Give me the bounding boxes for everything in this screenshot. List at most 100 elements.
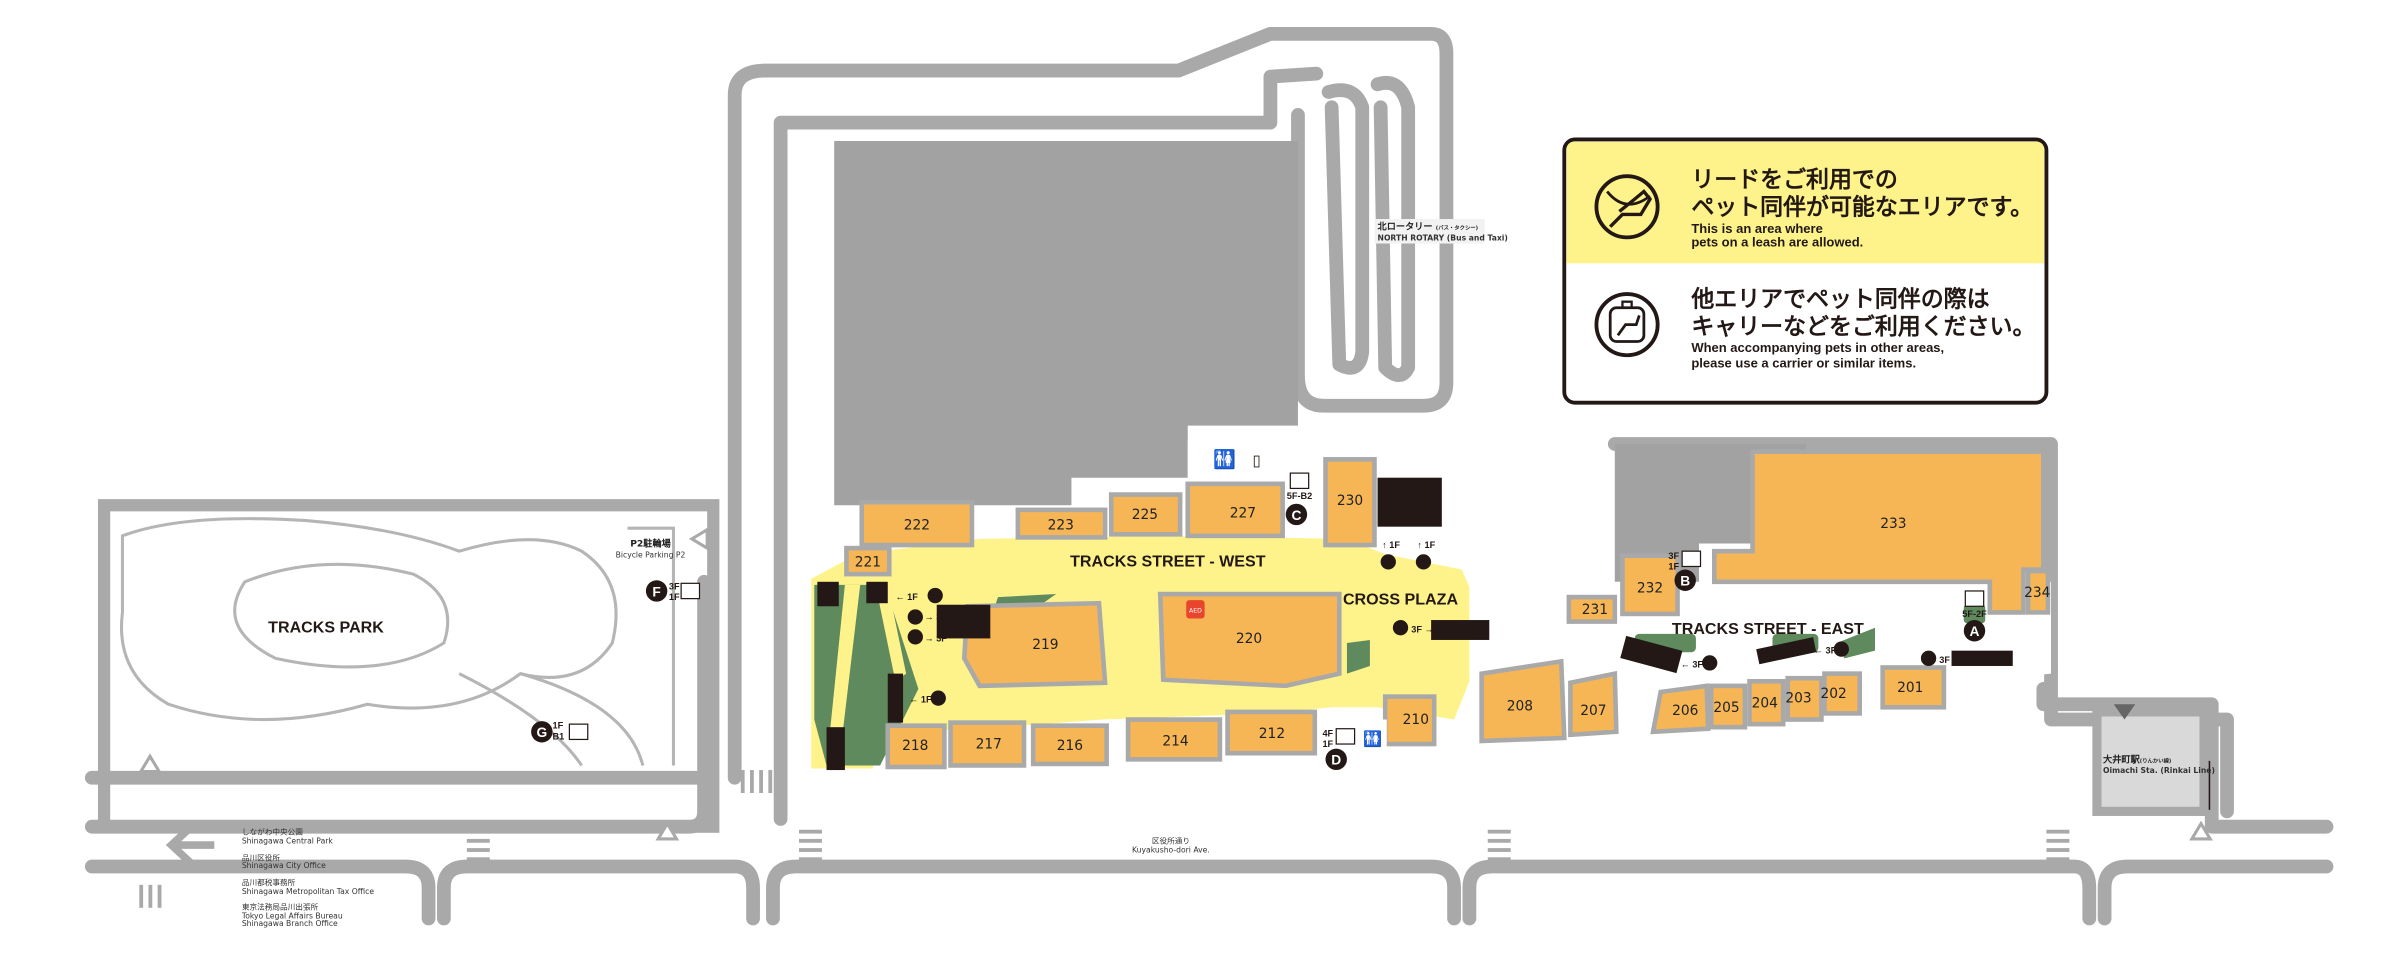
oimachi-station[interactable]: 大井町駅(りんかい線) Oimachi Sta. (Rinkai Line) xyxy=(2092,704,2215,816)
allowed-text-en: This is an area where xyxy=(1691,221,1823,236)
escalator-icon xyxy=(927,587,943,604)
svg-text:↑ 1F: ↑ 1F xyxy=(1382,540,1400,550)
shop-201[interactable]: 201 xyxy=(1897,680,1923,696)
bicycle-parking-label-en: Bicycle Parking P2 xyxy=(616,550,686,559)
escalator-icon xyxy=(1380,554,1396,570)
elevator-icon xyxy=(1289,472,1310,490)
shop-220[interactable]: 220 xyxy=(1236,631,1262,647)
svg-text:← 1F: ← 1F xyxy=(909,695,932,705)
svg-text:D: D xyxy=(1331,753,1341,768)
shop-208[interactable]: 208 xyxy=(1507,698,1533,714)
aed-icon xyxy=(1186,600,1205,619)
svg-text:B: B xyxy=(1680,574,1690,589)
avenue-label-en: Kuyakusho-dori Ave. xyxy=(1132,846,1210,855)
shop-234[interactable]: 234 xyxy=(2024,585,2050,601)
shop-205[interactable]: 205 xyxy=(1713,700,1739,716)
shop-203[interactable]: 203 xyxy=(1785,691,1811,707)
svg-text:3F →: 3F → xyxy=(1411,624,1433,634)
station-label-en: Oimachi Sta. (Rinkai Line) xyxy=(2103,766,2215,775)
shop-223[interactable]: 223 xyxy=(1048,518,1074,534)
escalator-icon xyxy=(1833,641,1849,657)
shop-231[interactable]: 231 xyxy=(1582,602,1608,618)
allowed-text-en-2: pets on a leash are allowed. xyxy=(1691,235,1863,250)
leash-dog-icon xyxy=(1594,174,1660,240)
svg-text:← 1F: ← 1F xyxy=(895,592,918,602)
svg-text:↑ 1F: ↑ 1F xyxy=(1417,540,1435,550)
shop-210[interactable]: 210 xyxy=(1403,712,1429,728)
cross-plaza-label: CROSS PLAZA xyxy=(1343,591,1459,609)
allowed-text-jp: リードをご利用での xyxy=(1691,166,1897,193)
shop-227[interactable]: 227 xyxy=(1230,506,1256,522)
svg-text:Shinagawa Branch Office: Shinagawa Branch Office xyxy=(242,919,338,928)
svg-text:1F: 1F xyxy=(553,721,564,731)
svg-text:しながわ中央公園: しながわ中央公園 xyxy=(242,826,303,836)
escalator-icon xyxy=(907,629,923,645)
shop-218[interactable]: 218 xyxy=(902,738,928,754)
svg-text:3F →: 3F → xyxy=(1939,655,1961,665)
station-label: 大井町駅(りんかい線) xyxy=(2103,753,2171,765)
pet-legend: リードをご利用での ペット同伴が可能なエリアです。 This is an are… xyxy=(1562,137,2049,405)
elevator-icon xyxy=(680,582,701,600)
shop-206[interactable]: 206 xyxy=(1672,703,1698,719)
shop-232[interactable]: 232 xyxy=(1637,581,1663,597)
escalator-icon xyxy=(1392,620,1409,636)
entrance-arrow-icon xyxy=(688,527,709,551)
escalator-labels: ← 1F → 3F → 3F ← 1F ↑ 1F ↑ 1F 3F → ← 3F … xyxy=(895,540,1962,706)
svg-text:品川区役所: 品川区役所 xyxy=(242,852,281,862)
shop-202[interactable]: 202 xyxy=(1821,686,1847,702)
svg-text:G: G xyxy=(536,725,547,740)
svg-text:1F: 1F xyxy=(1668,562,1679,572)
shop-230[interactable]: 230 xyxy=(1337,493,1363,509)
entrance-arrow-icon xyxy=(2113,704,2136,720)
elevator-c[interactable]: 5F-B2 C xyxy=(1285,472,1313,526)
avenue-label: 区役所通り xyxy=(1152,836,1190,846)
escalator-icon xyxy=(1702,655,1718,671)
svg-text:A: A xyxy=(1970,624,1980,639)
svg-text:品川都税事務所: 品川都税事務所 xyxy=(242,877,296,887)
svg-text:東京法務局品川出張所: 東京法務局品川出張所 xyxy=(242,901,319,911)
svg-text:5F-B2: 5F-B2 xyxy=(1287,491,1312,501)
svg-text:Shinagawa Metropolitan Tax Off: Shinagawa Metropolitan Tax Office xyxy=(242,887,375,896)
carrier-text-jp: 他エリアでペット同伴の際は xyxy=(1690,285,1989,312)
shop-222[interactable]: 222 xyxy=(904,518,930,534)
baby-bottle-icon: ▯ xyxy=(1252,451,1260,469)
shops: 222 223 225 227 230 221 219 220 218 217 … xyxy=(844,449,2050,770)
shop-217[interactable]: 217 xyxy=(976,737,1002,753)
elevator-a[interactable]: 5F-2F A xyxy=(1962,590,1987,642)
shop-221[interactable]: 221 xyxy=(855,554,881,570)
carrier-text-jp-2: キャリーなどをご利用ください。 xyxy=(1691,313,2035,340)
svg-text:5F-2F: 5F-2F xyxy=(1962,609,1987,619)
main-building xyxy=(834,140,1298,506)
shop-233[interactable]: 233 xyxy=(1880,516,1906,532)
shop-204[interactable]: 204 xyxy=(1752,695,1778,711)
restroom-icon: 🚻 xyxy=(1363,730,1382,748)
shop-212[interactable]: 212 xyxy=(1259,726,1285,742)
svg-text:B1: B1 xyxy=(553,731,565,741)
svg-text:1F: 1F xyxy=(669,592,680,602)
entrance-arrow-icon xyxy=(655,820,680,841)
svg-text:Tokyo Legal Affairs Bureau: Tokyo Legal Affairs Bureau xyxy=(241,912,343,921)
restroom-area xyxy=(1187,440,1283,478)
shop-225[interactable]: 225 xyxy=(1132,507,1158,523)
svg-text:4F: 4F xyxy=(1322,728,1333,738)
north-rotary-label-en: NORTH ROTARY (Bus and Taxi) xyxy=(1378,233,1508,242)
bicycle-parking-label: P2駐輪場 xyxy=(630,538,671,550)
shop-219[interactable]: 219 xyxy=(1032,637,1058,653)
tracks-park-label: TRACKS PARK xyxy=(268,618,384,636)
elevator-icon xyxy=(1335,728,1356,745)
restroom-icon: 🚻 xyxy=(1213,448,1236,470)
tracks-park: TRACKS PARK P2駐輪場 Bicycle Parking P2 xyxy=(97,499,720,833)
escalator-icon xyxy=(930,690,946,706)
street-west-label: TRACKS STREET - WEST xyxy=(1070,552,1266,570)
elevator-icon xyxy=(1964,590,1985,607)
shop-214[interactable]: 214 xyxy=(1162,734,1188,750)
shop-207[interactable]: 207 xyxy=(1580,703,1606,719)
shop-216[interactable]: 216 xyxy=(1057,738,1083,754)
carrier-text-en: When accompanying pets in other areas, xyxy=(1691,340,1944,355)
north-rotary-label: 北ロータリー (バス・タクシー) xyxy=(1378,221,1479,233)
